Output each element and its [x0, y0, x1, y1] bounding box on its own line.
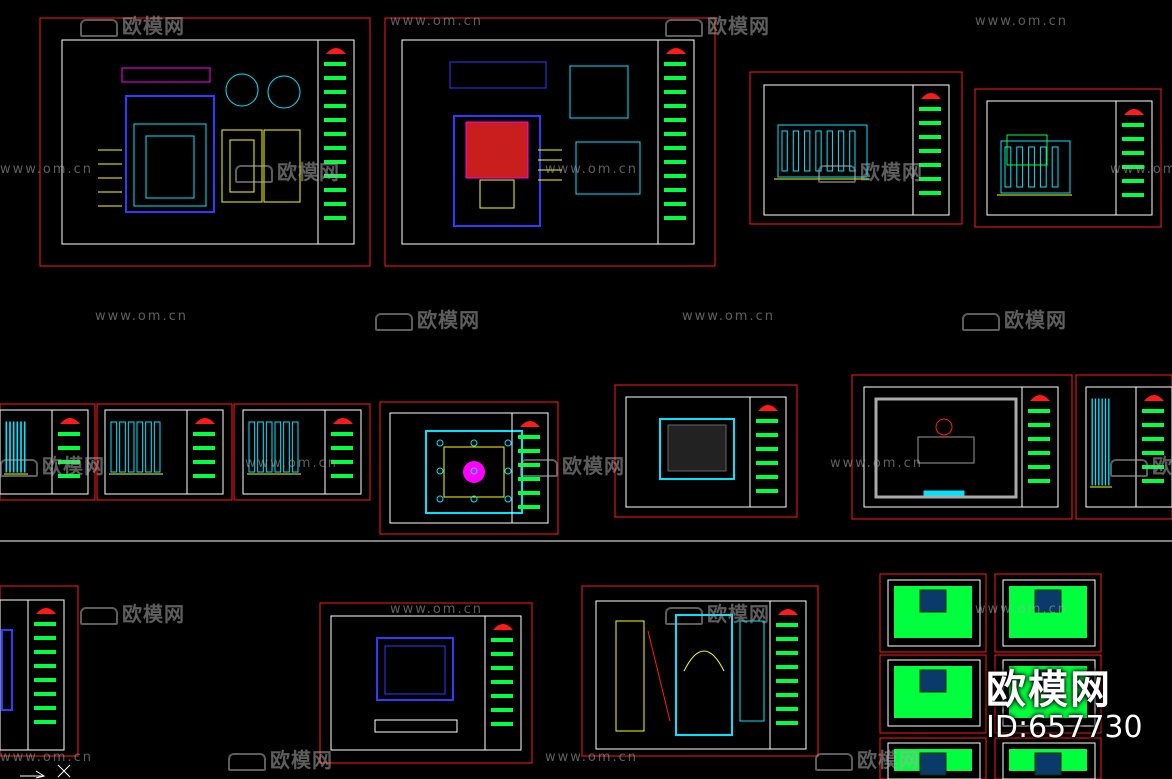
drawing-sheet-elevation-left-partial: [0, 585, 79, 757]
title-block: [58, 418, 80, 478]
ucs-axis-icon: [20, 764, 71, 779]
drawing-sheet-elevation-panel-1: [0, 403, 96, 501]
title-block: [919, 93, 941, 195]
drawing-sheet-elevation-door: [39, 17, 371, 267]
drawing-sheet-elevation-green-1: [879, 573, 987, 653]
drawing-sheet-elevation-partial: [1075, 374, 1172, 520]
title-block: [1122, 109, 1144, 197]
title-block: [1028, 395, 1050, 483]
drawing-sheet-elevation-green-3: [879, 654, 987, 734]
title-block: [1142, 395, 1164, 483]
title-block: [34, 608, 56, 724]
title-block: [491, 624, 513, 726]
drawing-sheet-elevation-green-5: [879, 737, 987, 779]
drawing-sheet-elevation-panel-2: [96, 403, 233, 501]
drawing-sheet-elevation-arch-wall: [581, 585, 819, 757]
drawing-sheet-elevation-green-6: [994, 737, 1102, 779]
drawing-sheet-detail-frame: [614, 384, 798, 518]
brand-logo-id: ID:657730: [986, 710, 1143, 745]
drawing-sheet-elevation-green-2: [994, 573, 1102, 653]
drawing-sheet-elevation-bed-canopy: [319, 602, 533, 764]
drawing-sheet-elevation-long-wall-a: [749, 71, 963, 225]
drawing-sheet-floor-plan: [851, 374, 1073, 520]
title-block: [193, 418, 215, 478]
title-block: [756, 405, 778, 493]
drawing-sheet-elevation-green-4: [994, 654, 1102, 734]
brand-logo-name: 欧模网: [986, 667, 1112, 713]
drawing-sheets: [0, 17, 1172, 779]
drawing-sheet-elevation-panel-3: [233, 403, 371, 501]
title-block: [776, 609, 798, 725]
drawing-sheet-ceiling-plan: [379, 401, 559, 535]
title-block: [664, 48, 686, 220]
title-block: [324, 48, 346, 220]
drawing-sheet-elevation-long-wall-b: [974, 88, 1162, 228]
title-block: [518, 421, 540, 509]
brand-logo: 欧模网 ID:657730: [986, 668, 1143, 744]
drawing-sheet-elevation-bed-wall: [384, 17, 716, 267]
title-block: [331, 418, 353, 478]
